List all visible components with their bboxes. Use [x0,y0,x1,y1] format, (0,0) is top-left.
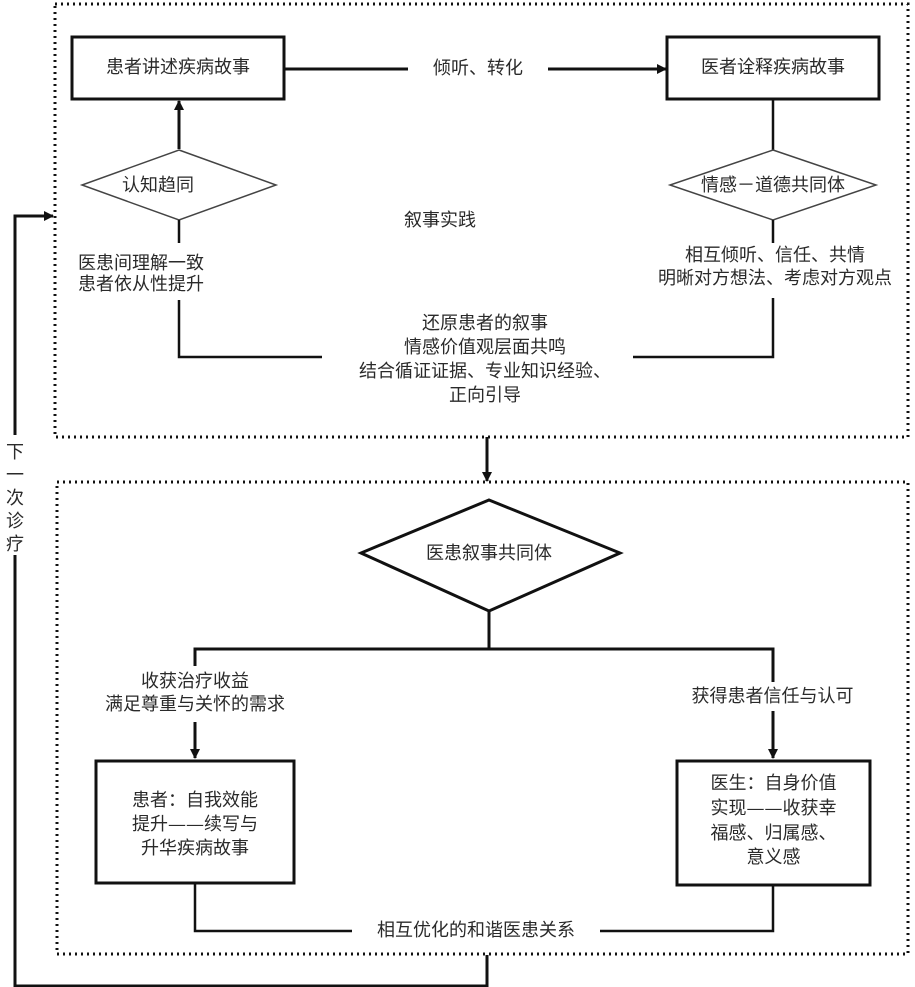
center-note-line-4: 正向引导 [449,385,521,406]
next-visit-loop-bottom [13,555,489,987]
patient-benefit-line-2: 满足尊重与关怀的需求 [105,694,285,715]
next-visit-char-5: 疗 [6,534,24,555]
emotion-moral-label: 情感－道德共同体 [701,175,845,196]
doctor-story-label: 医者诠释疾病故事 [701,57,845,78]
next-visit-char-1: 下 [6,442,24,463]
next-visit-char-4: 诊 [6,511,24,532]
next-visit-char-3: 次 [6,488,24,509]
center-note-line-3: 结合循证证据、专业知识经验、 [359,361,611,382]
doctor-outcome-line-1: 医生：自身价值 [710,773,837,794]
center-note-line-2: 情感价值观层面共鸣 [404,337,566,358]
community-label: 医患叙事共同体 [426,543,552,564]
patient-outcome-line-2: 提升——续写与 [132,814,258,835]
right-note-line-2: 明晰对方想法、考虑对方观点 [658,268,892,289]
left-note-line-1: 医患间理解一致 [78,253,204,274]
patient-outcome-line-1: 患者：自我效能 [132,790,258,811]
harmony-right-line [600,885,775,933]
next-visit-loop-top [13,211,54,435]
doctor-outcome-line-3: 福感、归属感、 [710,823,837,844]
patient-outcome-box [94,759,296,885]
harmony-left-line [193,883,352,933]
narrative-practice-label: 叙事实践 [404,210,476,231]
doctor-benefit-label: 获得患者信任与认可 [670,685,875,709]
right-bracket-line [633,298,775,359]
patient-benefit-line-1: 收获治疗收益 [141,671,249,692]
doctor-story-box [665,35,881,101]
center-note-line-1: 还原患者的叙事 [422,313,548,334]
next-visit-char-2: 一 [6,465,24,486]
left-note-line-2: 患者依从性提升 [78,274,204,295]
narrative-practice-frame [53,2,910,439]
narrative-community-frame [55,480,910,956]
cognition-label: 认知趋同 [122,175,194,196]
right-note-line-1: 相互倾听、信任、共情 [685,245,865,266]
doctor-outcome-line-2: 实现——收获幸 [710,798,837,819]
left-bracket-line [177,300,322,359]
listen-transform-label: 倾听、转化 [433,58,523,79]
patient-outcome-line-3: 升华疾病故事 [141,838,249,859]
branch-line [193,647,775,682]
doctor-outcome-line-4: 意义感 [746,847,801,868]
patient-story-label: 患者讲述疾病故事 [106,57,250,78]
doctor-outcome-box [675,759,872,887]
harmony-label: 相互优化的和谐医患关系 [377,920,575,941]
